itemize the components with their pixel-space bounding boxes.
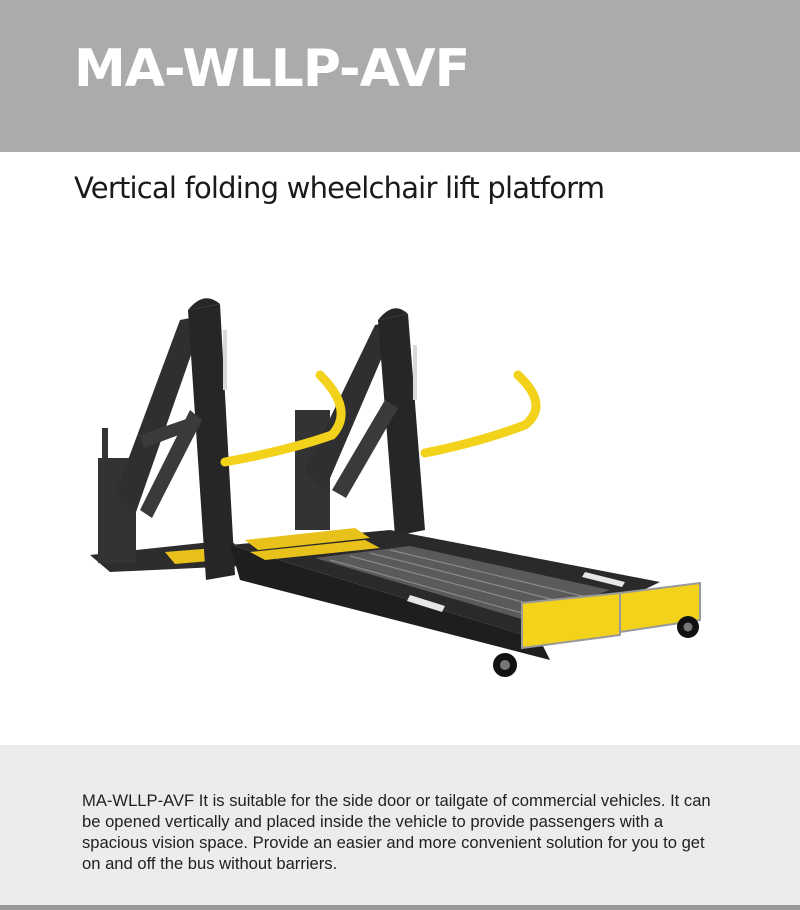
description-model: MA-WLLP-AVF xyxy=(82,791,195,810)
description-panel: MA-WLLP-AVF It is suitable for the side … xyxy=(0,745,800,905)
product-description: MA-WLLP-AVF It is suitable for the side … xyxy=(82,790,722,874)
bottom-divider xyxy=(0,905,800,910)
product-subtitle: Vertical folding wheelchair lift platfor… xyxy=(74,171,605,205)
header-banner: MA-WLLP-AVF xyxy=(0,0,800,152)
description-text: It is suitable for the side door or tail… xyxy=(82,791,711,873)
product-code-title: MA-WLLP-AVF xyxy=(74,39,470,99)
wheelchair-lift-image xyxy=(90,298,701,677)
